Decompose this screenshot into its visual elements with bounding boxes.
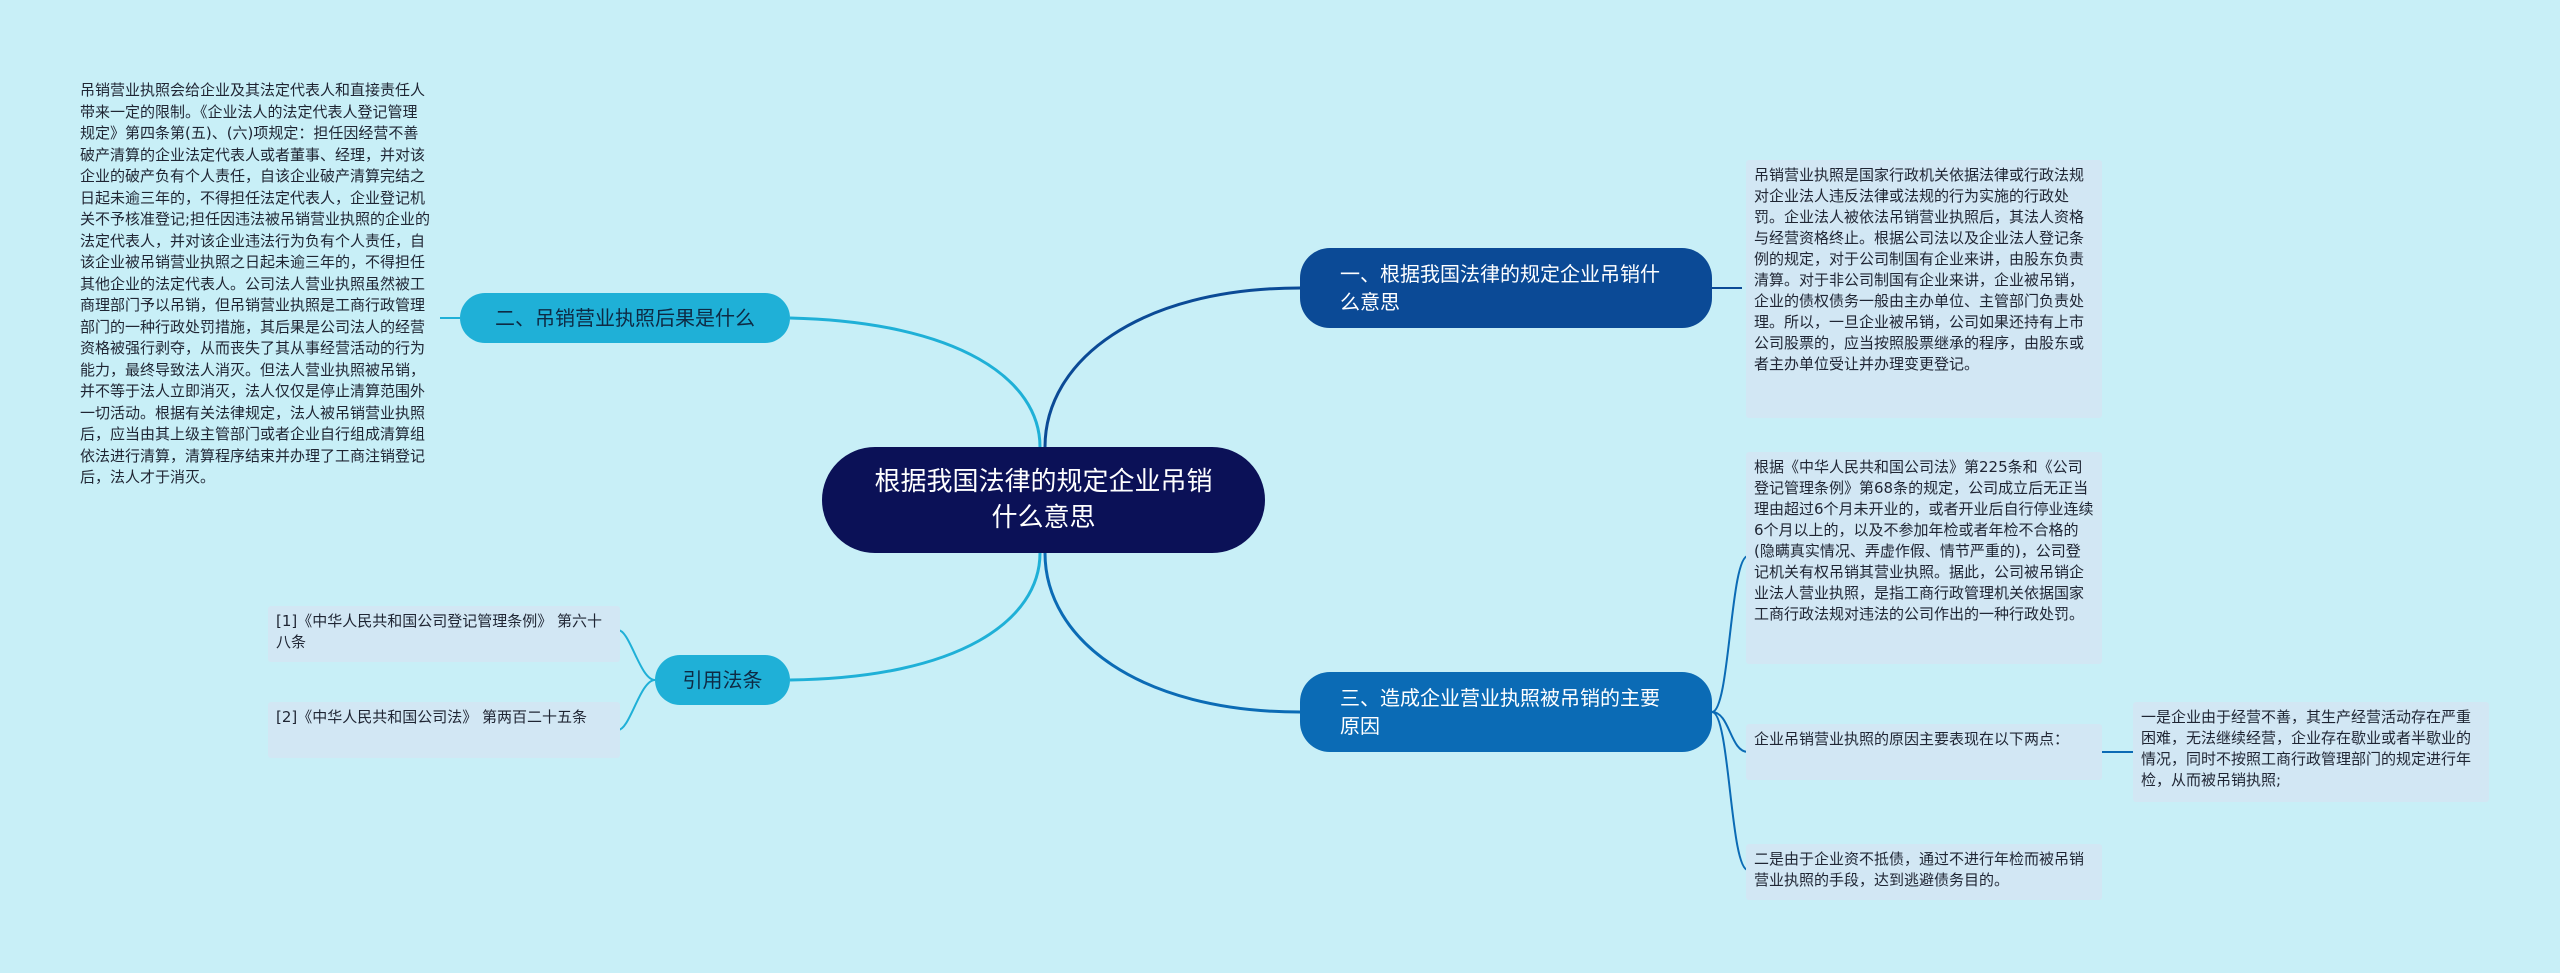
branch-causes-reason-one[interactable]: 一是企业由于经营不善，其生产经营活动存在严重困难，无法继续经营，企业存在歇业或者… bbox=[2133, 702, 2489, 802]
reference-item-text: [1]《中华人民共和国公司登记管理条例》 第六十八条 bbox=[276, 612, 603, 651]
link-root-b3 bbox=[1043, 552, 1301, 714]
link-root-b2 bbox=[789, 316, 1042, 448]
branch-meaning-detail-text: 吊销营业执照是国家行政机关依据法律或行政法规对企业法人违反法律或法规的行为实施的… bbox=[1754, 166, 2085, 373]
branch-meaning-label: 一、根据我国法律的规定企业吊销什么意思 bbox=[1340, 262, 1660, 314]
branch-references[interactable]: 引用法条 bbox=[655, 655, 790, 705]
branch-causes[interactable]: 三、造成企业营业执照被吊销的主要原因 bbox=[1300, 672, 1712, 752]
branch-causes-reason-two[interactable]: 二是由于企业资不抵债，通过不进行年检而被吊销营业执照的手段，达到逃避债务目的。 bbox=[1746, 844, 2102, 900]
branch-meaning[interactable]: 一、根据我国法律的规定企业吊销什么意思 bbox=[1300, 248, 1712, 328]
branch-causes-detail-law-text: 根据《中华人民共和国公司法》第225条和《公司登记管理条例》第68条的规定，公司… bbox=[1754, 458, 2094, 623]
branch-causes-reason-two-text: 二是由于企业资不抵债，通过不进行年检而被吊销营业执照的手段，达到逃避债务目的。 bbox=[1754, 850, 2085, 889]
link-b3-1 bbox=[1711, 555, 1752, 713]
reference-item-text: [2]《中华人民共和国公司法》 第两百二十五条 bbox=[276, 708, 588, 726]
central-topic[interactable]: 根据我国法律的规定企业吊销什么意思 bbox=[822, 447, 1265, 553]
branch-consequences-detail[interactable]: 吊销营业执照会给企业及其法定代表人和直接责任人带来一定的限制。《企业法人的法定代… bbox=[80, 80, 432, 489]
central-topic-label: 根据我国法律的规定企业吊销什么意思 bbox=[874, 467, 1213, 533]
branch-consequences-label: 二、吊销营业执照后果是什么 bbox=[495, 306, 755, 330]
branch-causes-detail-intro-text: 企业吊销营业执照的原因主要表现在以下两点： bbox=[1754, 730, 2070, 748]
branch-causes-reason-one-text: 一是企业由于经营不善，其生产经营活动存在严重困难，无法继续经营，企业存在歇业或者… bbox=[2141, 708, 2472, 789]
link-root-refs bbox=[789, 552, 1042, 682]
branch-references-label: 引用法条 bbox=[682, 668, 763, 692]
branch-meaning-detail[interactable]: 吊销营业执照是国家行政机关依据法律或行政法规对企业法人违反法律或法规的行为实施的… bbox=[1746, 160, 2102, 418]
reference-item[interactable]: [1]《中华人民共和国公司登记管理条例》 第六十八条 bbox=[268, 606, 620, 662]
branch-causes-detail-intro[interactable]: 企业吊销营业执照的原因主要表现在以下两点： bbox=[1746, 724, 2102, 780]
reference-item[interactable]: [2]《中华人民共和国公司法》 第两百二十五条 bbox=[268, 702, 620, 758]
branch-consequences[interactable]: 二、吊销营业执照后果是什么 bbox=[460, 293, 790, 343]
link-root-b1 bbox=[1043, 286, 1301, 448]
branch-causes-detail-law[interactable]: 根据《中华人民共和国公司法》第225条和《公司登记管理条例》第68条的规定，公司… bbox=[1746, 452, 2102, 664]
branch-causes-label: 三、造成企业营业执照被吊销的主要原因 bbox=[1340, 686, 1660, 738]
branch-consequences-detail-text: 吊销营业执照会给企业及其法定代表人和直接责任人带来一定的限制。《企业法人的法定代… bbox=[80, 81, 431, 486]
link-b3-3 bbox=[1711, 711, 1752, 871]
